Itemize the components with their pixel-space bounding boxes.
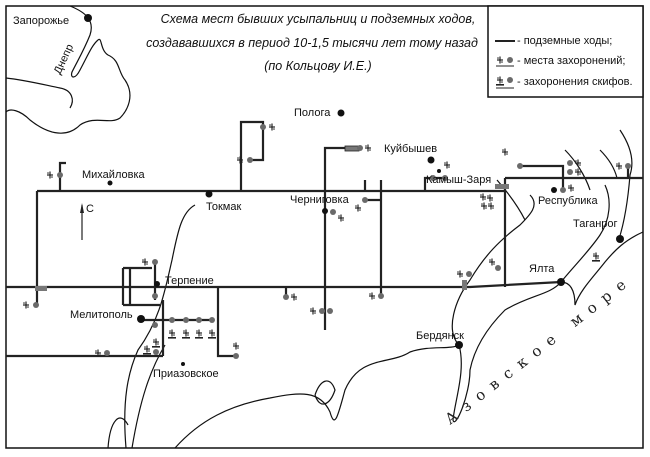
town-priazovskoe: Приазовское: [153, 368, 219, 380]
town-tokmak: Токмак: [206, 201, 241, 213]
legend-tunnels: - подземные ходы;: [517, 35, 612, 47]
tunnels: [6, 120, 643, 358]
legend-burials: - места захоронений;: [517, 55, 626, 67]
legend: - подземные ходы; - места захоронений; -…: [487, 5, 644, 98]
burial-sites: [23, 123, 631, 359]
town-pologa: Полога: [294, 107, 331, 119]
north-arrow: С: [80, 203, 94, 240]
town-terpenie: Терпение: [165, 275, 214, 287]
towns: Запорожье Полога Куйбышев Камыш-Заря Мих…: [13, 14, 624, 380]
legend-scythian: - захоронения скифов.: [517, 76, 633, 88]
title-line-2: создававшихся в период 10-1,5 тысячи лет…: [146, 36, 478, 50]
town-kuibyshev: Куйбышев: [384, 143, 437, 155]
town-respublika: Республика: [538, 195, 598, 207]
rivers-and-coast: [5, 5, 644, 449]
town-chernigovka: Черниговка: [290, 194, 350, 206]
town-taganrog: Таганрог: [573, 218, 618, 230]
town-berdyansk: Бердянск: [416, 330, 464, 342]
title-line-1: Схема мест бывших усыпальниц и подземных…: [161, 12, 476, 26]
town-yalta: Ялта: [529, 263, 555, 275]
north-label: С: [86, 203, 94, 215]
town-mikhailovka: Михайловка: [82, 169, 146, 181]
title-line-3: (по Кольцову И.Е.): [264, 59, 371, 73]
town-zaporozhye: Запорожье: [13, 15, 69, 27]
town-kamysh-zarya: Камыш-Заря: [426, 174, 491, 186]
town-melitopol: Мелитополь: [70, 309, 133, 321]
